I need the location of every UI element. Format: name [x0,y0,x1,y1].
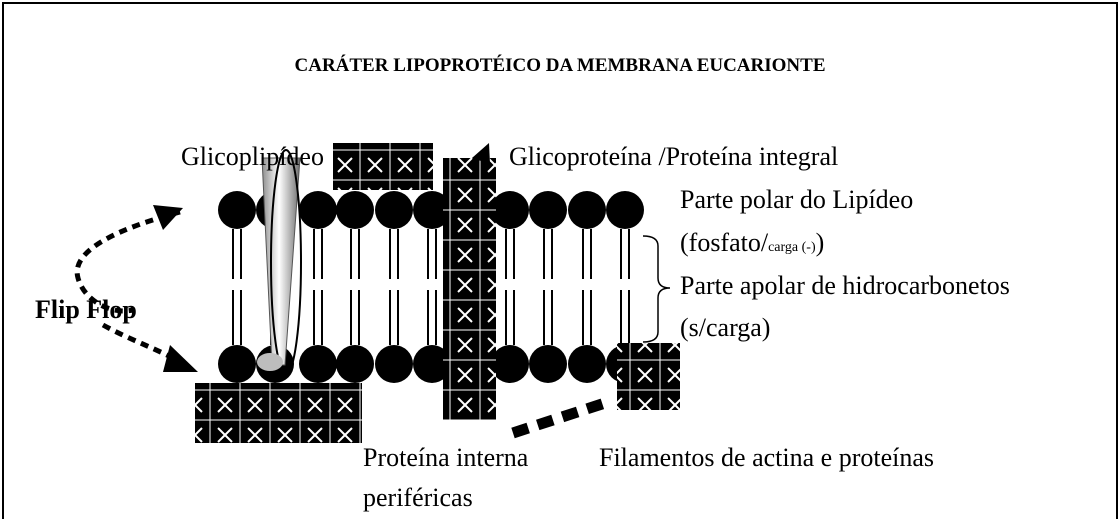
peripheral-protein-block [195,383,362,443]
glycolipid-shape [257,149,302,375]
apolar-brace [642,235,671,343]
lipid-head [568,345,606,383]
polar-detail-open: (fosfato/ [680,228,769,257]
lipid-head [568,191,606,229]
glycoprotein-arrow [472,143,490,164]
glycoprotein-label: Glicoproteína /Proteína integral [509,142,838,171]
lipid-head [413,191,451,229]
top-protein-block [333,143,433,190]
lipid-head [218,345,256,383]
lipid-head [218,191,256,229]
polar-detail-label: (fosfato/carga (-)) [680,228,824,257]
lipid-head [491,191,529,229]
lipid-head [299,345,337,383]
integral-protein [443,158,496,420]
flip-flop-arrows [74,205,198,372]
polar-detail-small: carga (-) [768,240,816,255]
lipid-head [529,191,567,229]
apolar-part-label: Parte apolar de hidrocarbonetos [680,271,1010,300]
actin-protein-block [617,343,680,410]
internal-protein-label-line1: Proteína interna [363,443,529,472]
glycolipid-label: Glicoplipídeo [181,142,324,171]
actin-connector [511,397,607,439]
polar-detail-close: ) [816,228,825,257]
page-title: CARÁTER LIPOPROTÉICO DA MEMBRANA EUCARIO… [295,54,826,76]
actin-label: Filamentos de actina e proteínas [599,443,934,472]
lipid-head [299,191,337,229]
polar-part-label: Parte polar do Lipídeo [680,185,913,214]
lipid-head [606,191,644,229]
apolar-detail-label: (s/carga) [680,313,770,342]
lipid-head [336,191,374,229]
internal-protein-label-line2: periféricas [363,483,473,512]
lipid-head [491,345,529,383]
lipid-head [375,345,413,383]
lipid-head [336,345,374,383]
lipid-head [529,345,567,383]
lipid-head [375,191,413,229]
flip-flop-label: Flip Flop [35,295,137,324]
lipid-head [413,345,451,383]
